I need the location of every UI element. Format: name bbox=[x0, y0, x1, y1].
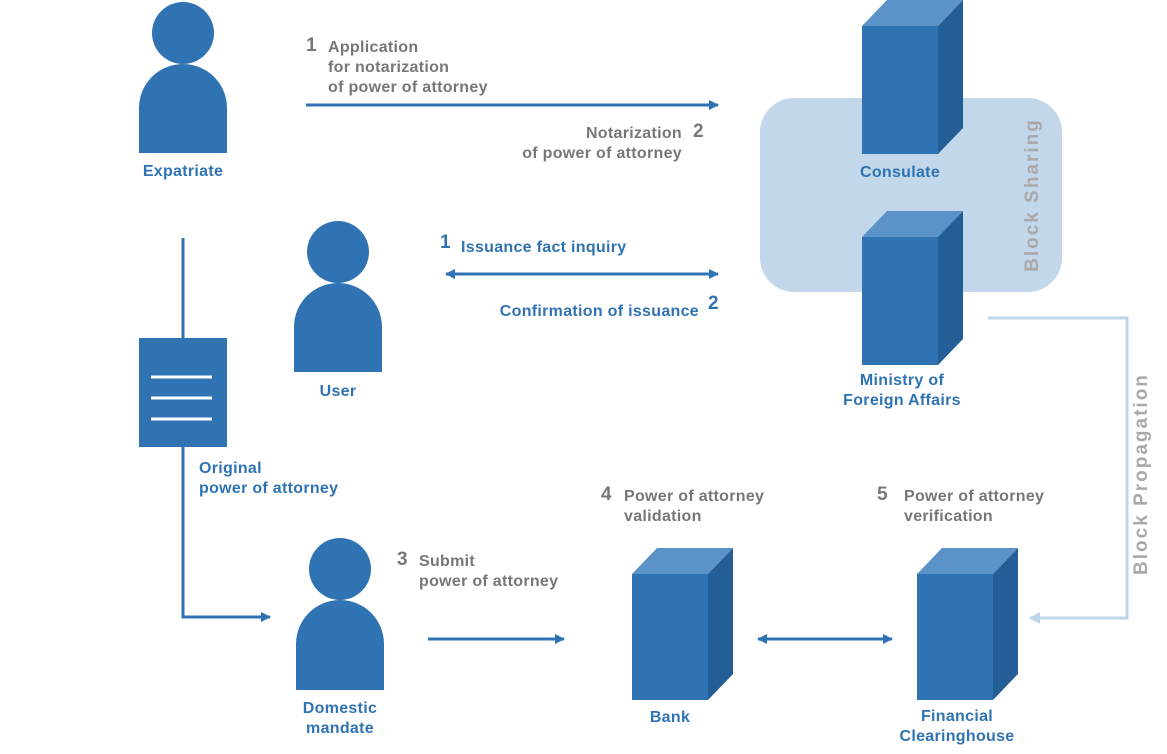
step-number: 3 bbox=[397, 549, 408, 570]
block-propagation-label: Block Propagation bbox=[1131, 373, 1152, 575]
ministry-server-icon bbox=[862, 211, 963, 365]
user-person-icon bbox=[294, 221, 382, 372]
expatriate-label: Expatriate bbox=[142, 163, 224, 180]
domestic-mandate-person-icon bbox=[296, 538, 384, 690]
original-poa-label: Original power of attorney bbox=[199, 460, 339, 497]
step-number: 1 bbox=[306, 35, 317, 56]
block-sharing-label: Block Sharing bbox=[1022, 118, 1043, 272]
confirmation-label: Confirmation of issuance bbox=[499, 303, 699, 320]
notarization-label: Notarization of power of attorney bbox=[522, 125, 682, 162]
ministry-label: Ministry of Foreign Affairs bbox=[843, 372, 961, 409]
bank-server-icon bbox=[632, 548, 733, 700]
document-icon bbox=[139, 338, 227, 447]
consulate-label: Consulate bbox=[859, 164, 941, 181]
step-number: 2 bbox=[708, 293, 719, 314]
bank-label: Bank bbox=[649, 709, 691, 726]
verification-label: Power of attorney verification bbox=[904, 488, 1045, 525]
block-sharing-zone bbox=[760, 98, 1062, 292]
expatriate-person-icon bbox=[139, 2, 227, 153]
application-label: Application for notarization of power of… bbox=[328, 39, 488, 96]
submit-label: Submit power of attorney bbox=[419, 553, 559, 590]
step-number: 5 bbox=[877, 484, 888, 505]
clearinghouse-label: Financial Clearinghouse bbox=[899, 708, 1015, 745]
step-number: 2 bbox=[693, 121, 704, 142]
step-number: 1 bbox=[440, 232, 451, 253]
step-number: 4 bbox=[601, 484, 612, 505]
clearinghouse-server-icon bbox=[917, 548, 1018, 700]
inquiry-label: Issuance fact inquiry bbox=[461, 239, 627, 256]
domestic-mandate-label: Domestic mandate bbox=[302, 700, 378, 737]
validation-label: Power of attorney validation bbox=[624, 488, 765, 525]
document-to-mandate-arrow bbox=[181, 447, 271, 622]
block-propagation-line bbox=[988, 316, 1129, 624]
consulate-server-icon bbox=[862, 0, 963, 154]
user-label: User bbox=[319, 383, 357, 400]
